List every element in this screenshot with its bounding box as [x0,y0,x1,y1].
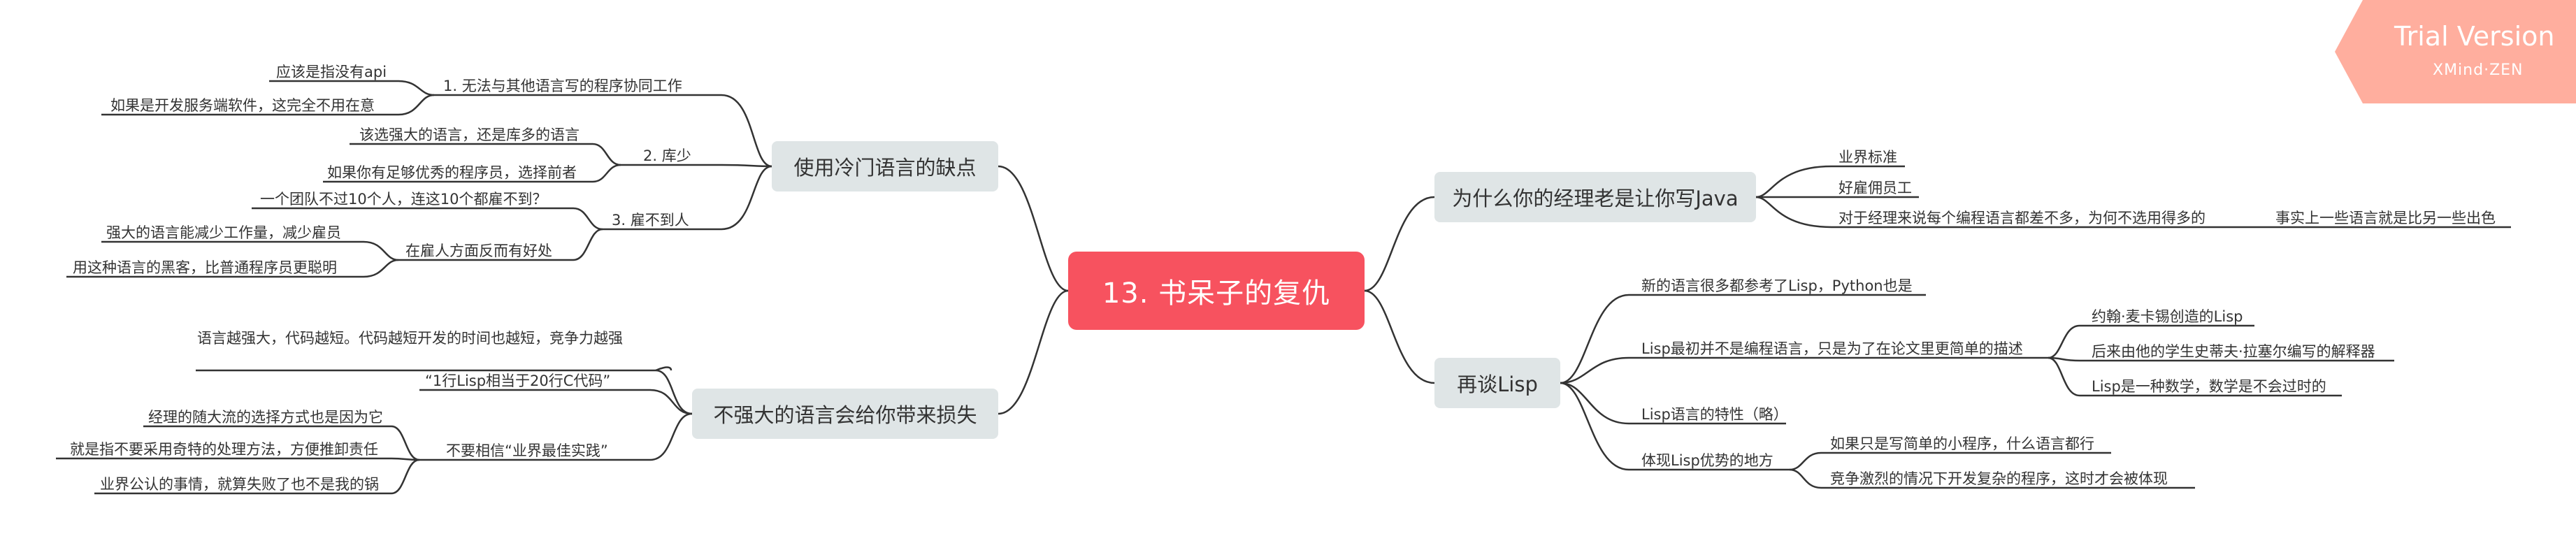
trial-watermark: Trial Version XMind·ZEN [2335,0,2576,103]
central-topic[interactable]: 13. 书呆子的复仇 [1068,252,1365,330]
connector-central-b4 [1364,289,1435,384]
leaf-server-software[interactable]: 如果是开发服务端软件，这完全不用在意 [110,97,375,114]
connector-b4-c1-l3 [2048,356,2342,397]
topic-unpopular-language-drawbacks[interactable]: 使用冷门语言的缺点 [772,141,998,191]
connector-b1-c1 [721,94,772,168]
subtopic-cannot-interoperate[interactable]: 1. 无法与其他语言写的程序协同工作 [443,78,682,94]
leaf-avoid-blame[interactable]: 就是指不要采用奇特的处理方法，方便推卸责任 [70,441,378,458]
connector-b4-c1 [1560,356,2048,384]
connector-b1-c2-l2 [323,164,621,183]
connector-b4-c2-l1 [1789,451,2111,471]
leaf-smarter-hackers[interactable]: 用这种语言的黑客，比普通程序员更聪明 [73,259,337,276]
leaf-industry-standard[interactable]: 业界标准 [1839,149,1897,166]
leaf-small-programs[interactable]: 如果只是写简单的小程序，什么语言都行 [1830,435,2094,452]
watermark-subtitle: XMind·ZEN [2433,62,2524,79]
connector-b4-l2 [1560,382,1786,425]
subtopic-languages-all-same[interactable]: 对于经理来说每个编程语言都差不多，为何不选用得多的 [1839,210,2206,226]
topic-weak-language-loss[interactable]: 不强大的语言会给你带来损失 [692,389,998,439]
leaf-good-programmers-choose-former[interactable]: 如果你有足够优秀的程序员，选择前者 [327,164,577,181]
subtopic-few-libraries[interactable]: 2. 库少 [643,147,691,164]
connector-b3-l1 [1755,165,1905,198]
connector-b4-c2-l2 [1789,468,2195,489]
topic-lisp-again[interactable]: 再谈Lisp [1434,358,1560,408]
leaf-complex-programs[interactable]: 竞争激烈的情况下开发复杂的程序，这时才会被体现 [1830,470,2168,487]
leaf-russell-interpreter[interactable]: 后来由他的学生史蒂夫·拉塞尔编写的解释器 [2092,343,2375,360]
leaf-team-of-ten[interactable]: 一个团队不过10个人，连这10个都雇不到？ [260,191,547,208]
leaf-easy-hiring[interactable]: 好雇佣员工 [1839,180,1912,196]
leaf-powerful-shorter-code[interactable]: 语言越强大，代码越短。代码越短开发的时间也越短，竞争力越强 [197,330,623,347]
subtopic-hiring-advantage[interactable]: 在雇人方面反而有好处 [405,243,552,259]
connector-b1-c3 [721,165,772,231]
leaf-lisp-vs-c-lines[interactable]: “1行Lisp相当于20行C代码” [425,372,611,389]
leaf-lisp-influence[interactable]: 新的语言很多都参考了Lisp，Python也是 [1641,277,1913,294]
connector-b2-c1 [419,412,693,461]
connector-b1-c3-l1 [252,207,603,231]
connector-b2-c1-l3 [94,458,420,495]
connector-b1-c1-l1 [269,80,435,96]
leaf-lisp-features[interactable]: Lisp语言的特性（略） [1641,406,1788,423]
connector-b1-c1-l2 [101,94,435,116]
leaf-some-languages-better[interactable]: 事实上一些语言就是比另一些出色 [2275,210,2496,226]
connector-b4-c2 [1560,382,1790,471]
connector-b4-c1-l1 [2048,324,2254,359]
subtopic-lisp-advantage[interactable]: 体现Lisp优势的地方 [1641,452,1773,469]
subtopic-lisp-origin[interactable]: Lisp最初并不是编程语言，只是为了在论文里更简单的描述 [1641,340,2023,357]
leaf-lisp-is-math[interactable]: Lisp是一种数学，数学是不会过时的 [2092,378,2326,395]
leaf-not-my-fault[interactable]: 业界公认的事情，就算失败了也不是我的锅 [100,476,379,493]
leaf-mccarthy-created[interactable]: 约翰·麦卡锡创造的Lisp [2092,308,2243,325]
connector-b2-c1-l1 [143,425,420,461]
connector-b3-c1 [1755,196,2233,229]
connector-b1-c2 [721,164,772,168]
connector-b4-l1 [1560,294,1926,384]
connector-b2-c1-l2 [56,457,420,461]
connector-central-b3 [1364,196,1435,292]
connector-b4-c1-l2 [2048,356,2394,362]
connector-central-b2 [998,289,1069,415]
connector-c4-l2 [66,259,399,278]
leaf-fewer-employees[interactable]: 强大的语言能减少工作量，减少雇员 [106,224,341,241]
connector-b1-c2-l1 [350,143,621,166]
subtopic-cannot-hire[interactable]: 3. 雇不到人 [612,212,689,229]
leaf-powerful-or-libraries[interactable]: 该选强大的语言，还是库多的语言 [359,126,580,143]
watermark-title: Trial Version [2394,21,2555,52]
connector-c4-l1 [101,240,399,261]
connector-b2-t2 [419,389,693,415]
leaf-manager-follow-crowd[interactable]: 经理的随大流的选择方式也是因为它 [148,409,383,426]
topic-why-manager-java[interactable]: 为什么你的经理老是让你写Java [1434,172,1756,222]
connector-b1-c3-c4 [398,228,603,261]
connector-b2-t1-hook [655,366,693,415]
subtopic-distrust-best-practice[interactable]: 不要相信“业界最佳实践” [446,442,608,459]
connector-central-b1 [998,165,1069,292]
leaf-no-api[interactable]: 应该是指没有api [276,64,387,80]
